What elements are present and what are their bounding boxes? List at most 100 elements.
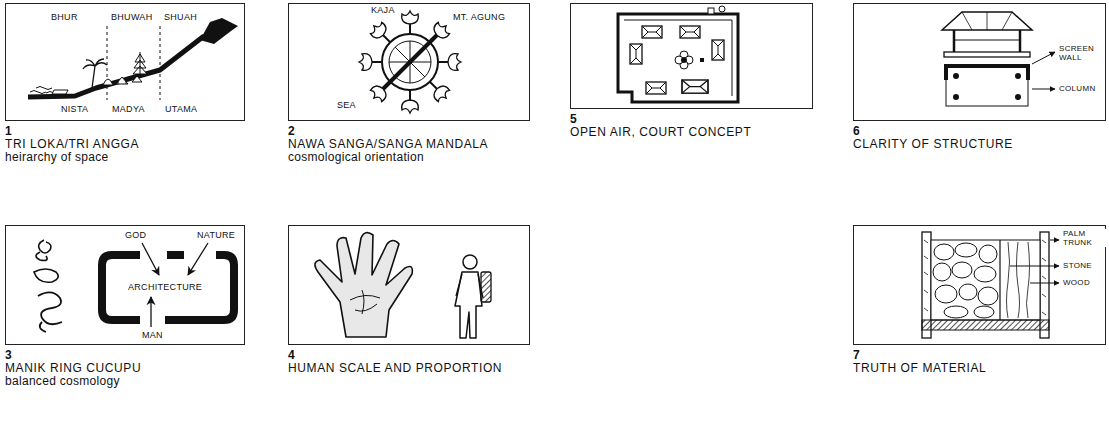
callout-number: 4 [288,349,532,362]
panel-subtitle: heirarchy of space [5,151,247,164]
hand-and-figure [481,272,491,302]
hand-and-figure [455,272,482,338]
compass-rose [402,90,419,113]
compass-rose [359,54,382,71]
pavilion-sketch [1015,73,1021,79]
panel-title: HUMAN SCALE AND PROPORTION [288,362,532,375]
courtyard-plan [680,26,700,38]
panel: 4HUMAN SCALE AND PROPORTION [288,225,532,375]
pavilion-sketch [962,12,1012,30]
courtyard-plan [630,44,642,64]
panel: 7TRUTH OF MATERIAL [853,225,1108,375]
panel: 2NAWA SANGA/SANGA MANDALAcosmological or… [288,3,532,164]
part-label: SCREEN WALL [1058,44,1104,62]
wall-section [952,262,972,278]
hierarchy-sketch [116,77,128,84]
wall-section [931,240,1040,320]
part-label: MAN [141,330,164,340]
callout-number: 6 [853,125,1108,138]
wall-section [944,306,968,318]
pavilion-sketch [954,40,1020,41]
courtyard-plan [618,14,738,102]
courtyard-plan [618,6,738,102]
part-label: STONE [1062,261,1093,270]
pavilion-sketch [953,30,956,52]
courtyard-plan [681,57,687,63]
cosmology-sketch [167,251,184,259]
wall-section [934,244,954,260]
pavilion-sketch [953,73,959,79]
courtyard-plan [682,80,708,93]
cosmology-sketch [38,292,62,332]
panel-frame [570,3,813,109]
hierarchy-sketch [52,90,68,94]
hierarchy-sketch [133,52,147,78]
panel: 6CLARITY OF STRUCTURE [853,3,1108,151]
panel-title: TRI LOKA/TRI ANGGA [5,138,247,151]
callout-number: 7 [853,349,1108,362]
panel: 5OPEN AIR, COURT CONCEPT [570,3,815,139]
panel-title: TRUTH OF MATERIAL [853,362,1108,375]
hand-and-figure [350,290,380,314]
pavilion-sketch [942,12,1055,106]
pavilion-sketch [1032,89,1055,90]
callout-number: 5 [570,113,815,126]
panel: 3MANIK RING CUCUPUbalanced cosmology [5,225,247,388]
wall-section [1050,240,1059,241]
compass-rose [424,76,452,104]
part-label: SHUAH [163,12,198,22]
hand-and-figure [315,233,491,338]
hierarchy-sketch [28,36,204,97]
hand-and-figure [315,233,412,337]
part-label: GOD [124,230,147,240]
compass-rose [402,11,419,34]
panel-title: NAWA SANGA/SANGA MANDALA [288,138,532,151]
cosmology-sketch [150,297,151,327]
cosmology-sketch [36,240,51,261]
wall-section [1007,242,1030,318]
hierarchy-sketch [30,87,54,94]
compass-rose [438,54,461,71]
hierarchy-sketch [28,18,238,100]
callout-number: 3 [5,349,247,362]
wall-section [935,285,957,303]
part-label: KAJA [370,5,396,15]
panel-frame [853,3,1106,121]
panel-frame [5,225,245,345]
courtyard-plan [712,40,724,60]
wall-section [922,320,1049,330]
wall-section [974,266,996,282]
part-label: WOOD [1062,278,1091,287]
part-label: UTAMA [164,104,198,114]
wall-section [974,306,994,318]
courtyard-plan [719,6,725,12]
wall-section [959,284,977,300]
panel-subtitle: cosmological orientation [288,151,532,164]
pavilion-sketch [1015,94,1021,100]
hierarchy-sketch [103,79,113,85]
courtyard-plan [646,82,666,94]
hierarchy-sketch [160,26,161,100]
cosmology-sketch [34,269,58,282]
compass-rose [383,35,437,89]
callout-number: 1 [5,125,247,138]
wall-section [978,287,998,305]
part-label: COLUMN [1058,84,1096,93]
courtyard-plan [700,58,704,62]
part-label: NATURE [196,230,236,240]
cosmology-sketch [188,243,208,275]
part-label: BHUWAH [110,12,153,22]
wall-section [1010,266,1059,267]
courtyard-plan [675,51,693,69]
cosmology-sketch [34,240,234,332]
hierarchy-sketch [107,26,108,100]
wall-section [922,232,1059,338]
part-label: BHUR [50,12,79,22]
wall-section [955,243,977,257]
panel: 1TRI LOKA/TRI ANGGAheirarchy of space [5,3,247,164]
pavilion-sketch [1019,30,1022,52]
part-label: MT. AGUNG [452,12,506,22]
hierarchy-sketch [200,18,238,44]
callout-number: 2 [288,125,532,138]
